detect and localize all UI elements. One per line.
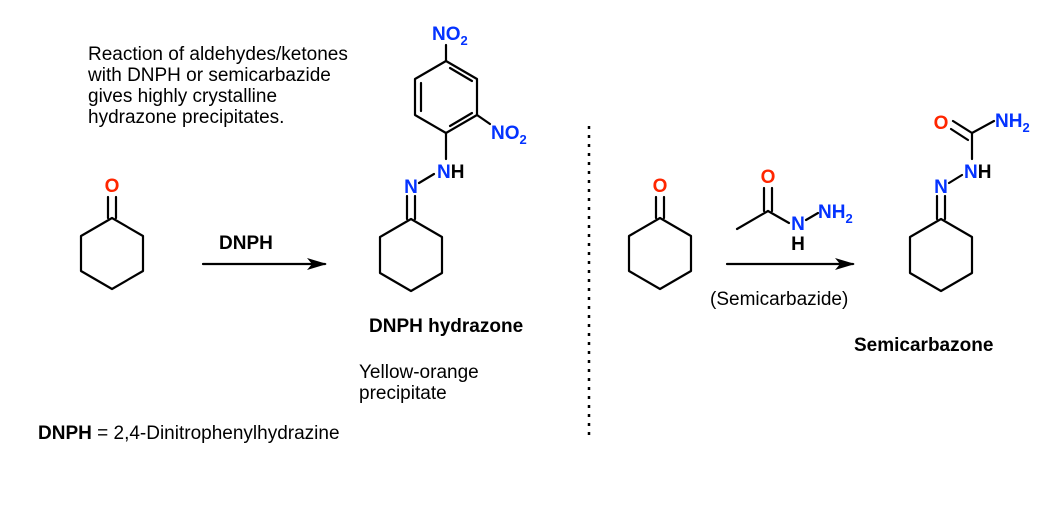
definition-term: DNPH <box>38 423 92 444</box>
n-n-bond <box>804 211 820 222</box>
amide-bond <box>766 209 791 225</box>
cyclohexane-ring <box>378 217 444 293</box>
methyl-bond <box>735 209 770 231</box>
n-n-bond <box>417 172 436 185</box>
carbonyl-bond <box>949 127 970 142</box>
cyclohexanone-2: O <box>627 176 693 291</box>
reagent-dnph-label: DNPH <box>219 233 273 254</box>
oxygen-atom: O <box>934 113 949 134</box>
nitro-bond <box>475 113 492 126</box>
semicarbazide-structure: O N H NH2 <box>735 167 853 255</box>
precipitate-note-line: precipitate <box>359 383 447 404</box>
amide-bond <box>970 119 996 135</box>
nh-group: NH <box>964 162 991 183</box>
semicarbazone-structure: N NH O NH2 <box>908 111 1030 293</box>
dnph-hydrazone-structure: N NH NO2 NO2 <box>378 24 527 293</box>
dnph-definition: DNPH = 2,4-Dinitrophenylhydrazine <box>38 423 340 444</box>
aromatic-bond <box>448 111 474 128</box>
amine-group: NH2 <box>818 202 853 226</box>
oxygen-atom: O <box>761 167 776 188</box>
hydrazide-hydrogen: H <box>791 234 805 255</box>
intro-text: Reaction of aldehydes/ketones with DNPH … <box>88 44 348 128</box>
oxygen-atom: O <box>105 176 120 197</box>
nitro-group-ortho: NO2 <box>491 123 527 147</box>
imine-nitrogen: N <box>934 177 948 198</box>
aromatic-bond <box>448 66 474 83</box>
imine-nitrogen: N <box>404 177 418 198</box>
intro-line: hydrazone precipitates. <box>88 107 285 128</box>
hydrazide-nitrogen: N <box>791 214 805 235</box>
cyclohexane-ring <box>79 216 145 291</box>
intro-line: with DNPH or semicarbazide <box>88 65 331 86</box>
precipitate-note: Yellow-orange precipitate <box>359 362 479 404</box>
cyclohexanone-1: O <box>79 176 145 291</box>
semicarbazide-label: (Semicarbazide) <box>710 289 849 310</box>
oxygen-atom: O <box>653 176 668 197</box>
amine-group: NH2 <box>995 111 1030 135</box>
intro-line: gives highly crystalline <box>88 86 278 107</box>
carbonyl-bond <box>951 119 974 135</box>
precipitate-note-line: Yellow-orange <box>359 362 479 383</box>
nitro-group-para: NO2 <box>432 24 468 48</box>
dnph-hydrazone-label: DNPH hydrazone <box>369 316 524 337</box>
cyclohexane-ring <box>908 217 974 293</box>
cyclohexane-ring <box>627 216 693 291</box>
definition-text: = 2,4-Dinitrophenylhydrazine <box>91 423 340 444</box>
n-n-bond <box>947 173 964 185</box>
benzene-ring <box>413 59 479 135</box>
nh-group: NH <box>437 162 464 183</box>
semicarbazone-label: Semicarbazone <box>854 335 994 356</box>
intro-line: Reaction of aldehydes/ketones <box>88 44 348 65</box>
